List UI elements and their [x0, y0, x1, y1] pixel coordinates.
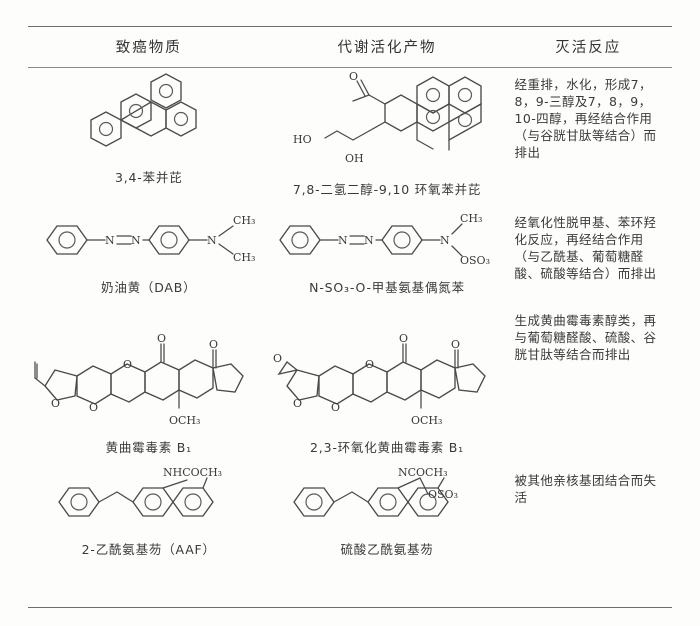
- table-row: 3,4-苯并芘: [28, 68, 672, 206]
- document-page: 致癌物质 代谢活化产物 灭活反应: [0, 26, 700, 626]
- label-och3: OCH₃: [169, 414, 200, 427]
- label-o-5: O: [209, 338, 218, 351]
- label-oh: OH: [345, 152, 364, 165]
- column-header-carcinogen: 致癌物质: [115, 40, 182, 56]
- table-row: NHCOCH₃ 2-乙酰氨基芴（AAF）: [28, 464, 672, 566]
- structure-n-so3-o-methylaminoazobenzene: N N N CH₃ OSO₃: [270, 206, 505, 274]
- structure-dab: N N N CH₃ CH₃: [28, 206, 270, 274]
- label-o-5: O: [451, 338, 460, 351]
- caption-metabolite-2: N-SO₃-O-甲基氨基偶氮苯: [309, 280, 465, 295]
- label-n1: N: [105, 234, 115, 247]
- label-ncoch3: NCOCH₃: [398, 466, 447, 479]
- label-ch3-bottom: CH₃: [233, 251, 255, 264]
- table-header-rule: [28, 67, 672, 68]
- caption-carcinogen-1: 3,4-苯并芘: [115, 170, 183, 185]
- structure-aaf: NHCOCH₃: [28, 464, 270, 536]
- label-o-3: O: [365, 358, 374, 371]
- label-o-4: O: [157, 332, 166, 345]
- cell-metabolite-4: NCOCH₃ OSO₃ 硫酸乙酰氨基芴: [270, 464, 505, 566]
- table-row: N N N CH₃ CH₃ 奶油黄（DAB）: [28, 206, 672, 304]
- label-n2: N: [131, 234, 141, 247]
- cell-metabolite-2: N N N CH₃ OSO₃ N-SO₃-O-甲基氨基偶氮苯: [270, 206, 505, 304]
- cell-inactivation-3: 生成黄曲霉毒素醇类，再与葡萄糖醛酸、硫酸、谷胱甘肽等结合而排出: [505, 304, 672, 464]
- label-o-4: O: [399, 332, 408, 345]
- label-ch3: CH₃: [460, 212, 482, 225]
- table-top-rule: [28, 26, 672, 27]
- label-nhcoch3: NHCOCH₃: [163, 466, 222, 479]
- inactivation-text-4: 被其他亲核基团结合而失活: [514, 473, 657, 505]
- label-oso3: OSO₃: [428, 488, 458, 501]
- label-o-1: O: [293, 397, 302, 410]
- table-bottom-rule: [28, 607, 672, 608]
- cell-inactivation-2: 经氧化性脱甲基、苯环羟化反应，再经结合作用（与乙酰基、葡萄糖醛酸、硫酸等结合）而…: [505, 206, 672, 304]
- label-ch3-top: CH₃: [233, 214, 255, 227]
- structure-aflatoxin-b1: O O O O O OCH₃: [28, 304, 270, 434]
- label-n3: N: [207, 234, 217, 247]
- structure-benzopyrene: [28, 68, 270, 164]
- inactivation-text-3: 生成黄曲霉毒素醇类，再与葡萄糖醛酸、硫酸、谷胱甘肽等结合而排出: [514, 313, 657, 362]
- cell-carcinogen-1: 3,4-苯并芘: [28, 68, 270, 206]
- column-header-metabolite: 代谢活化产物: [337, 40, 437, 56]
- label-oso3: OSO₃: [460, 254, 490, 267]
- caption-metabolite-1: 7,8-二氢二醇-9,10 环氧苯并芘: [292, 182, 482, 197]
- caption-carcinogen-4: 2-乙酰氨基芴（AAF）: [81, 542, 216, 557]
- cell-carcinogen-3: O O O O O OCH₃ 黄曲霉毒素 B₁: [28, 304, 270, 464]
- metabolism-table: 致癌物质 代谢活化产物 灭活反应: [28, 27, 672, 67]
- structure-epoxy-aflatoxin-b1: O O O O O O OCH₃: [270, 304, 505, 434]
- label-o-3: O: [123, 358, 132, 371]
- cell-carcinogen-2: N N N CH₃ CH₃ 奶油黄（DAB）: [28, 206, 270, 304]
- label-o-epoxide: O: [273, 352, 282, 365]
- label-o-2: O: [89, 401, 98, 414]
- structure-diol-epoxide-benzopyrene: O HO OH: [270, 68, 505, 176]
- column-header-inactivation: 灭活反应: [555, 40, 622, 56]
- caption-carcinogen-2: 奶油黄（DAB）: [101, 280, 197, 295]
- label-n3: N: [440, 234, 450, 247]
- table-header-row: 致癌物质 代谢活化产物 灭活反应: [28, 27, 672, 67]
- inactivation-text-1: 经重排，水化，形成7，8，9-三醇及7，8，9，10-四醇，再经结合作用（与谷胱…: [514, 77, 657, 160]
- label-ho: HO: [293, 133, 312, 146]
- label-o-1: O: [51, 397, 60, 410]
- cell-inactivation-1: 经重排，水化，形成7，8，9-三醇及7，8，9，10-四醇，再经结合作用（与谷胱…: [505, 68, 672, 206]
- label-n1: N: [338, 234, 348, 247]
- caption-carcinogen-3: 黄曲霉毒素 B₁: [105, 440, 192, 455]
- cell-carcinogen-4: NHCOCH₃ 2-乙酰氨基芴（AAF）: [28, 464, 270, 566]
- cell-metabolite-3: O O O O O O OCH₃ 2,3-环氧化黄曲霉毒素 B₁: [270, 304, 505, 464]
- inactivation-text-2: 经氧化性脱甲基、苯环羟化反应，再经结合作用（与乙酰基、葡萄糖醛酸、硫酸等结合）而…: [514, 215, 657, 281]
- label-o: O: [349, 70, 358, 83]
- table-row: O O O O O OCH₃ 黄曲霉毒素 B₁: [28, 304, 672, 464]
- label-n2: N: [364, 234, 374, 247]
- metabolism-table-body: 3,4-苯并芘: [28, 68, 672, 566]
- label-o-2: O: [331, 401, 340, 414]
- caption-metabolite-3: 2,3-环氧化黄曲霉毒素 B₁: [310, 440, 464, 455]
- structure-sulfate-acetylaminofluorene: NCOCH₃ OSO₃: [270, 464, 505, 536]
- label-och3: OCH₃: [411, 414, 442, 427]
- cell-metabolite-1: O HO OH 7,8-二氢二醇-9,10 环氧苯并芘: [270, 68, 505, 206]
- cell-inactivation-4: 被其他亲核基团结合而失活: [505, 464, 672, 566]
- caption-metabolite-4: 硫酸乙酰氨基芴: [340, 542, 434, 557]
